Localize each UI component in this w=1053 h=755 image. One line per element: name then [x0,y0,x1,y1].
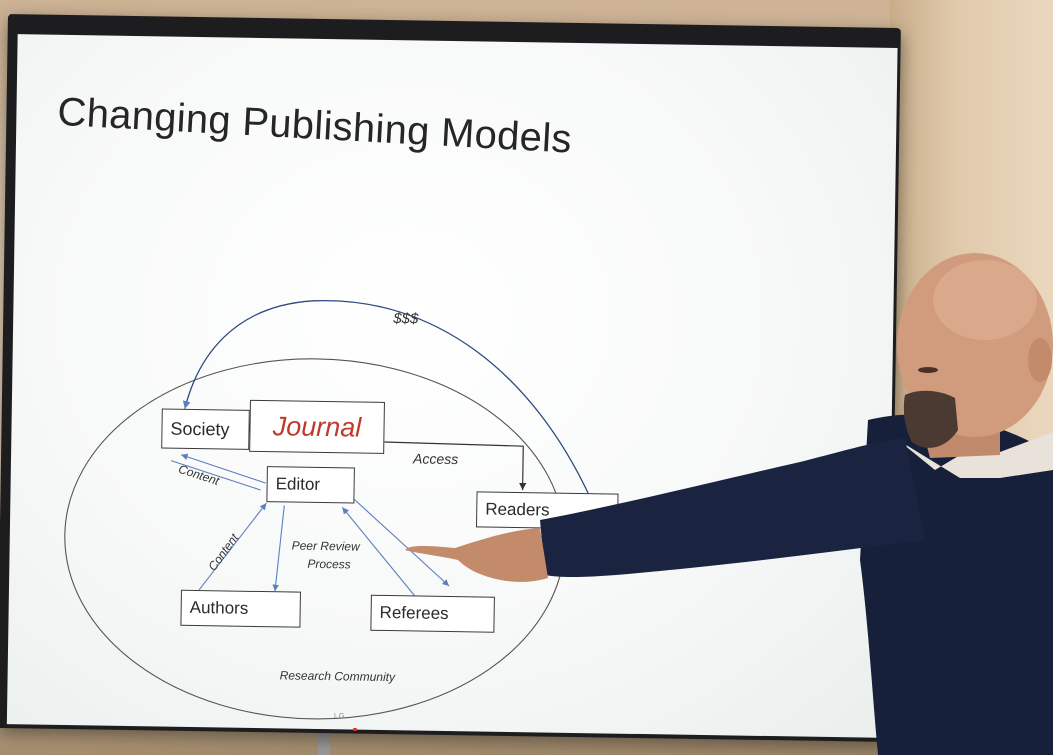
access-label: Access [412,450,459,468]
money-label: $$$ [393,310,419,328]
tv-power-led [353,728,357,731]
publishing-diagram [64,300,592,720]
content-arrow-editor-society [180,453,266,484]
background-wall [890,0,1053,755]
tv-monitor: Changing Publishing Models [0,14,901,742]
tv-stand [318,728,330,755]
society-box: Society [161,408,250,450]
authors-box: Authors [180,589,301,628]
journal-box: Journal [249,399,385,454]
content-arrow-society-editor [170,460,261,491]
slide-screen: Changing Publishing Models [6,34,898,738]
research-community-label: Research Community [279,668,396,685]
editor-to-authors-arrow [272,505,285,592]
peer-review-label-line1: Peer Review [291,538,360,554]
readers-box: Readers [475,491,619,530]
tv-brand-logo: LG [334,713,346,720]
referees-to-editor-arrow [341,506,418,599]
editor-to-referees-arrow [354,499,450,587]
authors-to-editor-arrow [198,502,267,591]
peer-review-label-line2: Process [307,556,351,572]
access-arrow [384,441,527,491]
referees-box: Referees [370,594,495,633]
editor-box: Editor [266,466,355,504]
money-flow-arrow [182,300,592,499]
